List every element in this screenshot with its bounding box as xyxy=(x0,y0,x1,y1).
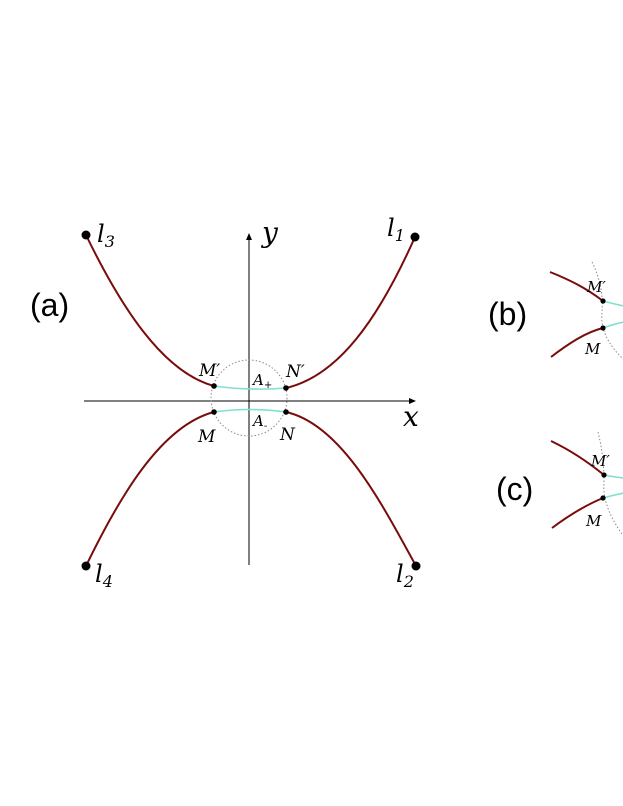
endpoint-l4 xyxy=(81,561,91,571)
point-c-m-prime xyxy=(601,472,607,478)
point-b-m xyxy=(600,325,606,331)
panel-c: (c) M′ M xyxy=(496,431,623,535)
label-l1: l1 xyxy=(387,214,405,245)
point-c-m xyxy=(600,495,606,501)
bridge-b-upper xyxy=(602,300,623,307)
branch-n-prime-l1 xyxy=(285,236,416,389)
dotted-arc-c xyxy=(597,431,623,535)
branch-c-lower xyxy=(551,497,604,529)
label-m: M xyxy=(197,427,216,447)
label-b-m-prime: M′ xyxy=(586,278,606,296)
label-a-minus: A- xyxy=(251,412,268,432)
label-n-prime: N′ xyxy=(285,362,305,382)
branch-m-l4 xyxy=(85,411,215,567)
point-n xyxy=(283,409,289,415)
branch-n-l2 xyxy=(285,411,417,567)
branch-c-upper xyxy=(550,440,605,476)
point-b-m-prime xyxy=(600,298,606,304)
bridge-lower xyxy=(213,408,287,413)
dotted-circle xyxy=(210,359,288,437)
label-c-m-prime: M′ xyxy=(590,452,610,470)
panel-b-label: (b) xyxy=(488,296,527,332)
label-l2: l2 xyxy=(396,560,414,591)
point-m xyxy=(211,409,217,415)
bridge-c-lower xyxy=(602,492,623,499)
panel-a: (a) x y l3 l1 l4 l2 M′ N′ M N xyxy=(30,214,421,591)
branch-b-upper xyxy=(549,271,604,302)
x-axis-label: x xyxy=(403,400,419,433)
y-axis-label: y xyxy=(260,216,279,249)
point-m-prime xyxy=(211,383,217,389)
bridge-upper xyxy=(213,385,287,390)
label-l3: l3 xyxy=(97,220,115,251)
label-c-m: M xyxy=(585,512,602,530)
dotted-arc-b xyxy=(591,261,623,360)
label-n: N xyxy=(279,425,296,445)
panel-a-label: (a) xyxy=(30,287,69,323)
endpoint-l3 xyxy=(81,230,91,240)
panel-c-label: (c) xyxy=(496,471,533,507)
label-l4: l4 xyxy=(95,560,113,591)
endpoint-l2 xyxy=(411,561,421,571)
endpoint-l1 xyxy=(410,232,420,242)
bridge-b-lower xyxy=(602,321,623,329)
panel-b: (b) M′ M xyxy=(488,261,623,360)
branch-l3-m-prime xyxy=(85,234,215,387)
bridge-c-upper xyxy=(603,474,623,479)
label-b-m: M xyxy=(584,340,601,358)
label-a-plus: A+ xyxy=(251,371,272,391)
point-n-prime xyxy=(283,385,289,391)
branch-b-lower xyxy=(550,327,604,358)
label-m-prime: M′ xyxy=(198,361,220,381)
